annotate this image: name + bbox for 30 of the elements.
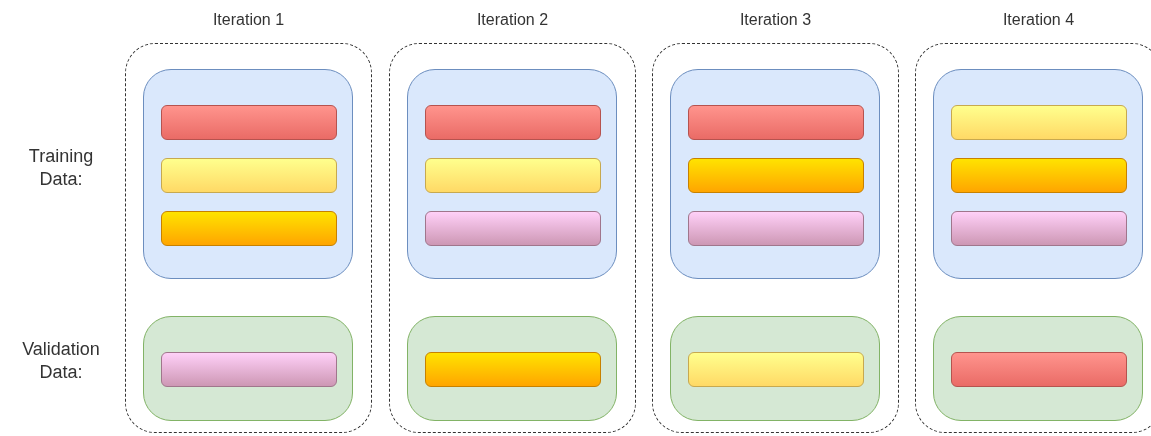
data-fold-bar: [688, 157, 864, 193]
data-fold-bar: [161, 210, 337, 246]
data-fold-bar: [951, 352, 1127, 387]
data-fold-bar: [161, 104, 337, 140]
validation-set-panel: [143, 316, 353, 421]
iteration-title: Iteration 1: [211, 11, 286, 29]
data-fold-bar: [688, 104, 864, 140]
data-fold-bar: [161, 352, 337, 387]
data-fold-bar: [425, 157, 601, 193]
data-fold-bar: [688, 210, 864, 246]
data-fold-bar: [425, 104, 601, 140]
iteration-title: Iteration 2: [475, 11, 550, 29]
training-set-panel: [670, 69, 880, 279]
data-fold-bar: [951, 104, 1127, 140]
validation-set-panel: [407, 316, 617, 421]
row-label: Training Data:: [27, 145, 95, 192]
row-label: Validation Data:: [21, 338, 101, 385]
iteration-title: Iteration 4: [1001, 11, 1076, 29]
training-set-panel: [407, 69, 617, 279]
data-fold-bar: [951, 210, 1127, 246]
training-set-panel: [933, 69, 1143, 279]
training-set-panel: [143, 69, 353, 279]
data-fold-bar: [688, 352, 864, 387]
validation-set-panel: [670, 316, 880, 421]
data-fold-bar: [161, 157, 337, 193]
data-fold-bar: [951, 157, 1127, 193]
iteration-title: Iteration 3: [738, 11, 813, 29]
data-fold-bar: [425, 210, 601, 246]
data-fold-bar: [425, 352, 601, 387]
validation-set-panel: [933, 316, 1143, 421]
